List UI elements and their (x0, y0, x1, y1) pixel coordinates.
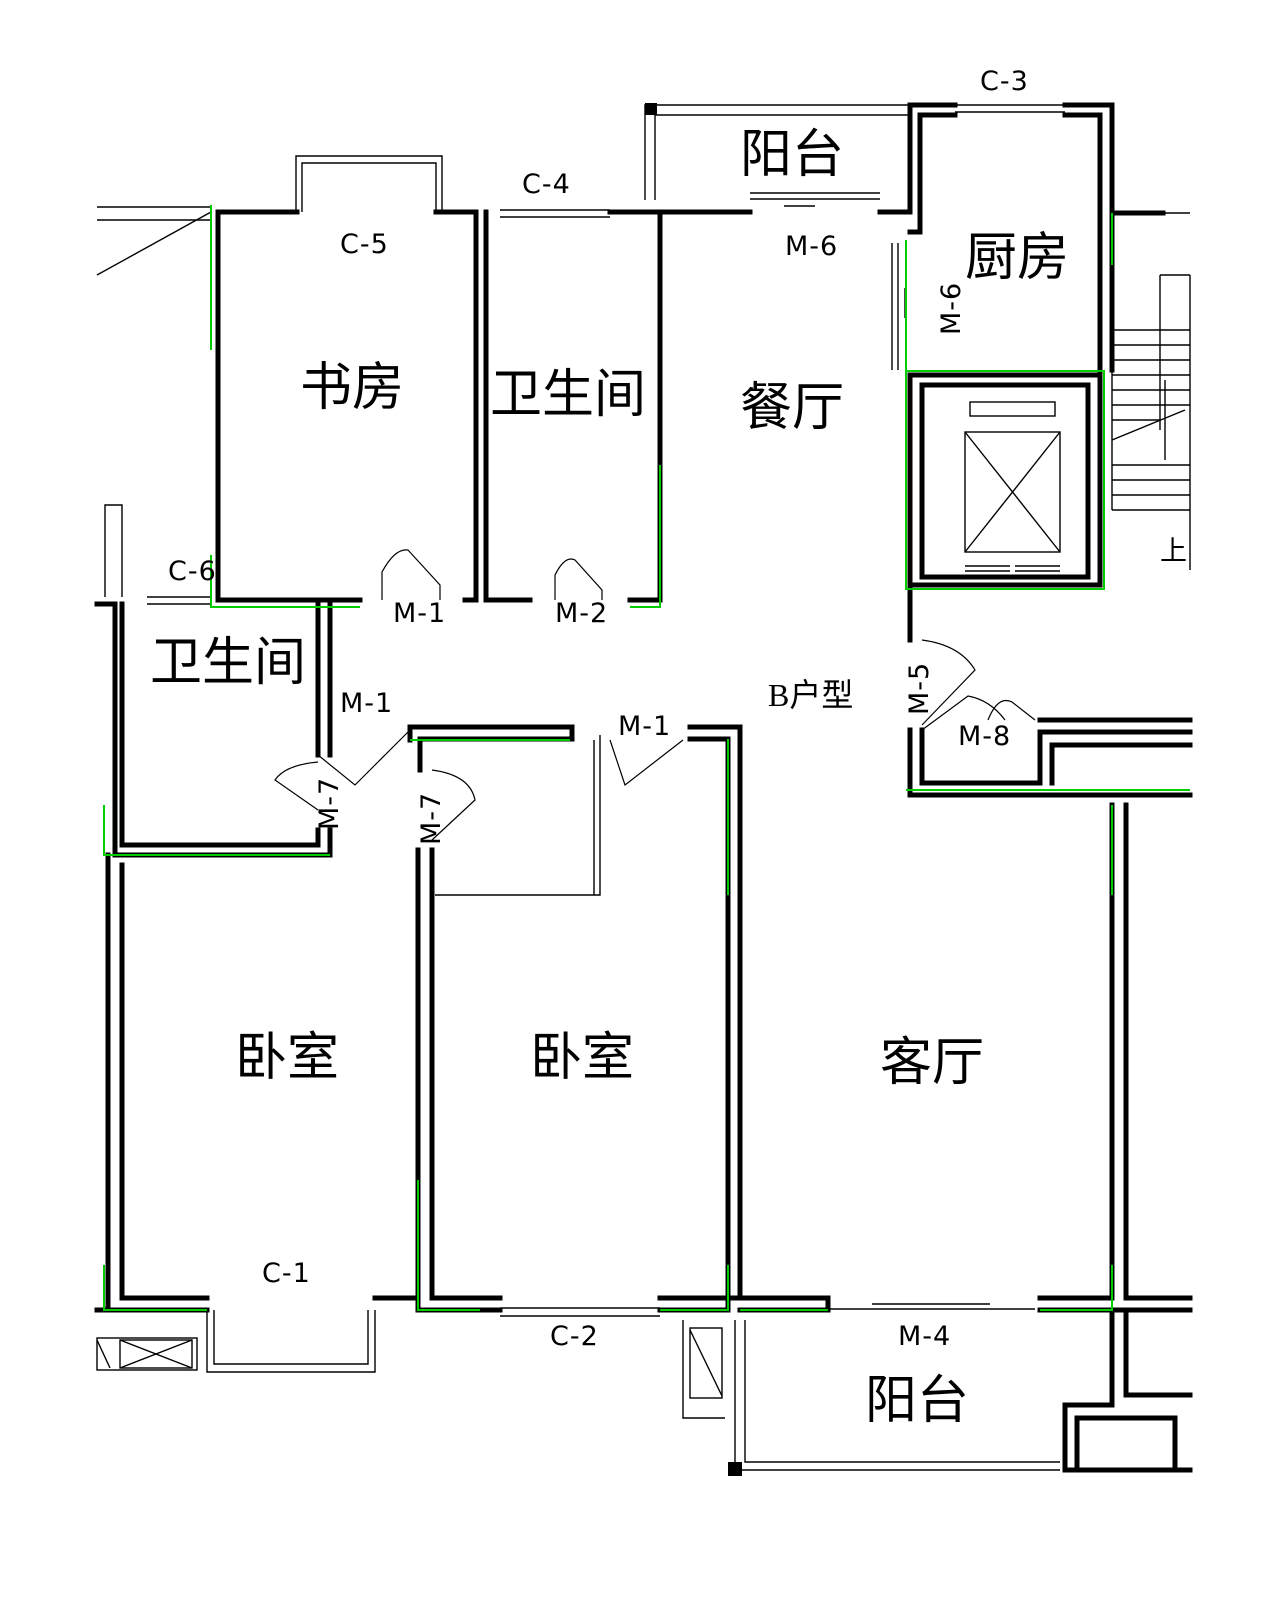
room-label-balcony-south: 阳台 (865, 1371, 969, 1431)
door-label-m4: M-4 (898, 1321, 951, 1352)
door-swings (274, 549, 1036, 841)
window-label-c5: C-5 (340, 229, 389, 260)
room-label-dining: 餐厅 (740, 378, 844, 438)
room-label-bath-west: 卫生间 (150, 633, 306, 693)
room-label-balcony-north: 阳台 (740, 125, 844, 185)
window-label-c4: C-4 (522, 169, 571, 200)
door-label-m7-bath: M-7 (314, 777, 345, 830)
window-label-c3: C-3 (980, 66, 1029, 97)
door-label-m5: M-5 (904, 662, 935, 715)
window-label-c1: C-1 (262, 1258, 311, 1289)
room-label-bath-north: 卫生间 (490, 365, 646, 425)
door-label-m6-kitchen: M-6 (936, 282, 967, 335)
window-label-c6: C-6 (168, 556, 217, 587)
room-label-bedroom-middle: 卧室 (530, 1028, 634, 1088)
door-label-m8: M-8 (958, 721, 1011, 752)
room-label-study: 书房 (300, 358, 404, 418)
room-labels: 书房 卫生间 餐厅 厨房 阳台 卫生间 卧室 卧室 客厅 阳台 B户型 (150, 125, 1069, 1431)
door-label-m2: M-2 (555, 598, 608, 629)
door-labels: M-1 M-2 M-1 M-1 M-6 M-8 M-4 M-6 M-5 M-7 … (314, 231, 1011, 1352)
unit-type-label: B户型 (768, 677, 853, 713)
door-label-m1-hall: M-1 (340, 688, 393, 719)
window-labels: C-1 C-2 C-3 C-4 C-5 C-6 (168, 66, 1029, 1352)
room-label-living: 客厅 (880, 1033, 984, 1093)
room-label-kitchen: 厨房 (965, 228, 1069, 288)
wall-edges (103, 205, 1190, 1311)
stair-up-label: 上 (1160, 536, 1188, 567)
door-label-m1-bedroom: M-1 (618, 711, 671, 742)
thin-lines (96, 103, 1191, 1476)
walls (94, 102, 1193, 1473)
door-label-m7-bedroom: M-7 (416, 792, 447, 845)
room-label-bedroom-west: 卧室 (235, 1028, 339, 1088)
door-label-m1-study: M-1 (393, 598, 446, 629)
window-label-c2: C-2 (550, 1321, 599, 1352)
door-label-m6-balcony: M-6 (785, 231, 838, 262)
